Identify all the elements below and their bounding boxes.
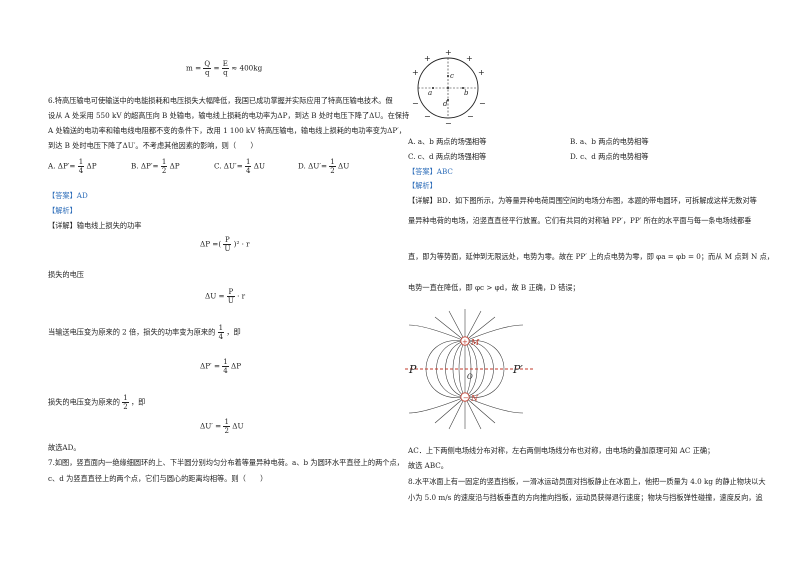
minus-sign: − — [424, 112, 431, 121]
eq-lhs: ΔU′ = — [200, 421, 222, 431]
option-tail: ΔP — [169, 161, 180, 171]
option-label: A. ΔP′= — [48, 161, 76, 171]
label-P-prime: P′ — [512, 363, 523, 376]
q7-detail-3: 直，即为等势面，延伸到无限远处，电势为零。故在 PP′ 上的点电势为零，即 φa… — [408, 252, 774, 261]
when-tail: ，即 — [226, 327, 241, 337]
negative-charge-sign: − — [463, 394, 469, 402]
q6-detail: 【详解】输电线上损失的功率 — [48, 221, 142, 230]
q6-line3: A 处输送的电功率和输电线电阻都不变的条件下，改用 1 100 kV 特高压输电… — [48, 126, 406, 135]
eq-lhs: ΔU = — [205, 291, 225, 301]
plus-sign: + — [424, 54, 431, 63]
q7-conclusion-1: AC．上下两侧电场线分布对称，左右两侧电场线分布也对称，由电场的叠加原理可知 A… — [408, 446, 715, 455]
option-tail: ΔU — [253, 161, 266, 171]
option-label: D. ΔU′= — [298, 161, 327, 171]
q6-conclusion: 故选AD。 — [48, 443, 81, 452]
q7-conclusion-2: 故选 ABC。 — [408, 461, 448, 470]
q7-option-d: D. c、d 两点的电势相等 — [570, 152, 649, 161]
field-lines-figure: + − P P′ M N O — [405, 309, 533, 430]
plus-sign: + — [445, 48, 452, 57]
loss-text: 损失的电压变为原来的 — [48, 397, 120, 407]
q7-detail-2: 量异种电荷的电场，沿竖直直径平行放置。它们有共同的对称轴 PP′，PP′ 所在的… — [408, 216, 752, 225]
q7-option-c: C. c、d 两点的场强相等 — [408, 152, 487, 161]
eq-rhs: · r — [237, 291, 246, 301]
q6-answer: 【答案】AD — [48, 191, 88, 200]
q7-detail-4: 电势一直在降低，即 φc > φd，故 B 正确，D 错误； — [408, 283, 580, 292]
q7-option-b: B. a、b 两点的电势相等 — [570, 137, 649, 146]
loss-voltage-label: 损失的电压 — [48, 270, 84, 279]
minus-sign: − — [412, 99, 419, 108]
minus-sign: − — [467, 112, 474, 121]
plus-sign: + — [412, 68, 419, 77]
eq-rhs: ΔU — [232, 421, 244, 431]
label-O: O — [467, 373, 473, 381]
option-tail: ΔU — [338, 161, 350, 171]
label-N: N — [470, 394, 479, 403]
option-label: C. ΔU′= — [214, 161, 243, 171]
when-text: 当输送电压变为原来的 2 倍，损失的功率变为原来的 — [48, 327, 216, 337]
q8-line1: 8.水平冰面上有一固定的竖直挡板，一滑冰运动员面对挡板静止在冰面上，他把一质量为… — [408, 477, 766, 486]
label-M: M — [470, 338, 480, 347]
eq-mass-m: m = — [186, 63, 202, 73]
q7-line1: 7.如图，竖直面内一绝缘细圆环的上、下半圆分别均匀分布着等量异种电荷。a、b 为… — [48, 458, 404, 467]
eq-lhs: ΔP′ = — [200, 361, 220, 371]
q7-analysis-heading: 【解析】 — [408, 181, 437, 190]
eq-mass-approx: ≈ 400kg — [231, 63, 263, 73]
q6-line1: 6.特高压输电可使输送中的电能损耗和电压损失大幅降低，我国已成功掌握并实际应用了… — [48, 96, 393, 105]
ring-label-d: d — [443, 100, 448, 108]
option-label: B. ΔP′= — [131, 161, 159, 171]
q6-line2: 设从 A 处采用 550 kV 的超高压向 B 处输电，输电线上损耗的电功率为Δ… — [48, 111, 410, 120]
minus-sign: − — [479, 99, 486, 108]
ring-label-c: c — [450, 72, 454, 80]
q7-detail-1: 【详解】BD．如下图所示，为等量异种电荷周围空间的电场分布图，本题的带电圆环，可… — [408, 196, 757, 205]
plus-sign: + — [478, 68, 485, 77]
q8-line2: 小为 5.0 m/s 的速度沿与挡板垂直的方向推向挡板，运动员获得退行速度；物块… — [408, 493, 763, 502]
eq-lhs: ΔP =( — [200, 239, 222, 249]
eq-rhs: )² · r — [233, 239, 250, 249]
charged-ring-figure: a b c d + + + + + − − − − − — [412, 48, 486, 128]
q6-line4: 到达 B 处时电压下降了ΔU′。不考虑其他因素的影响，则（ ） — [48, 141, 258, 150]
q7-answer: 【答案】ABC — [408, 167, 453, 176]
q7-line2: c、d 为竖直直径上的两个点，它们与圆心的距离均相等。则（ ） — [48, 474, 268, 483]
eq-rhs: ΔP — [231, 361, 242, 371]
ring-label-b: b — [464, 89, 469, 97]
plus-sign: + — [466, 54, 473, 63]
q7-option-a: A. a、b 两点的场强相等 — [408, 137, 487, 146]
label-P: P — [408, 363, 417, 376]
minus-sign: − — [445, 119, 452, 128]
positive-charge-sign: + — [462, 338, 468, 346]
q6-analysis-heading: 【解析】 — [48, 206, 77, 215]
loss-tail: ，即 — [130, 397, 146, 407]
option-tail: ΔP — [86, 161, 97, 171]
ring-label-a: a — [428, 89, 432, 97]
eq-mass-equals: = — [213, 63, 220, 73]
